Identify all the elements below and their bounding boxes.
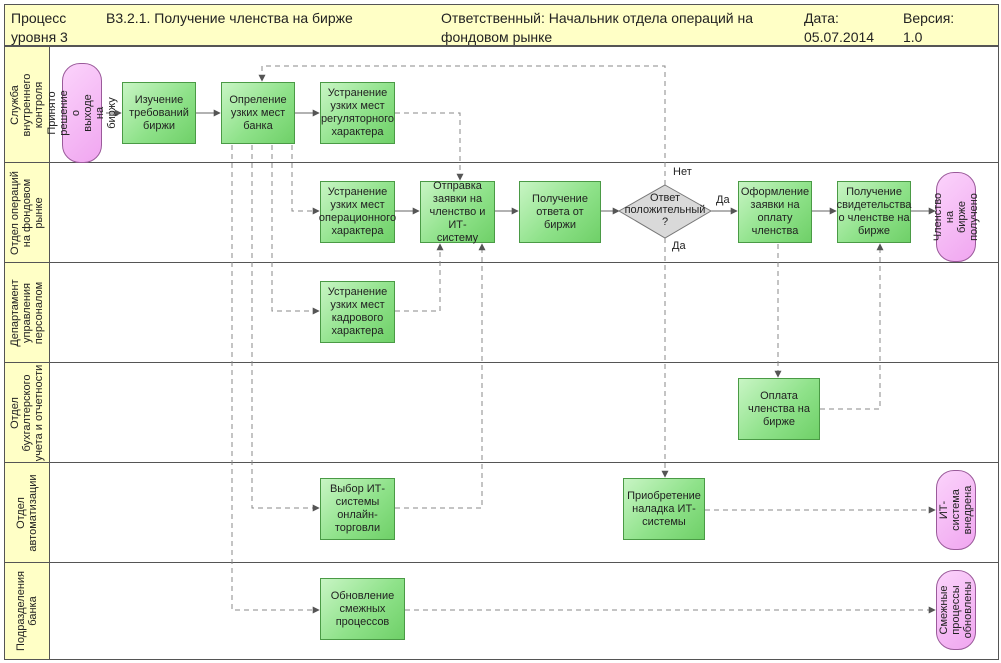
task-update-processes: Обновление смежных процессов — [320, 578, 405, 640]
end-membership-terminal: Членство на бирже получено — [932, 172, 980, 262]
end-it-terminal: ИТ-система внедрена — [936, 470, 976, 550]
task-prepare-payment: Оформление заявки на оплату членства — [738, 181, 812, 243]
task-pay-membership: Оплата членства на бирже — [738, 378, 820, 440]
label-no: Нет — [673, 166, 692, 178]
header-process-level: Процесс уровня 3 — [4, 4, 101, 46]
lane-bank-divisions: Подразделения банка — [4, 563, 999, 660]
task-choose-it-system: Выбор ИТ- системы онлайн- торговли — [320, 478, 395, 540]
task-study-requirements: Изучение требований биржи — [122, 82, 196, 144]
task-buy-it-system: Приобретение наладка ИТ- системы — [623, 478, 705, 540]
start-terminal: Принято решение о выходе на биржу — [46, 63, 118, 163]
lane-automation: Отдел автоматизации — [4, 463, 999, 563]
header-process-name: В3.2.1. Получение членства на бирже — [100, 4, 436, 46]
task-receive-certificate: Получение свидетельства о членстве на би… — [837, 181, 911, 243]
task-fix-hr: Устранение узких мест кадрового характер… — [320, 281, 395, 343]
task-send-application: Отправка заявки на членство и ИТ- систем… — [420, 180, 495, 244]
label-yes-down: Да — [672, 240, 686, 252]
decision-diamond — [617, 184, 713, 239]
header-version: Версия: 1.0 — [897, 4, 999, 46]
lane-accounting: Отдел бухгалтерского учета и отчетности — [4, 363, 999, 463]
task-define-bottlenecks: Опреление узких мест банка — [221, 82, 295, 144]
header-owner: Ответственный: Начальник отдела операций… — [435, 4, 799, 46]
task-fix-regulatory: Устранение узких мест регуляторного хара… — [320, 82, 395, 144]
lane-hr-department: Департамент управления персоналом — [4, 263, 999, 363]
decision-label: Ответ положительный ? — [624, 192, 706, 228]
task-receive-response: Получение ответа от биржи — [519, 181, 601, 243]
task-fix-operational: Устранение узких мест операционного хара… — [319, 181, 396, 243]
header-date: Дата: 05.07.2014 — [798, 4, 898, 46]
end-adjacent-terminal: Смежные процессы обновлены — [936, 570, 976, 650]
label-yes-right: Да — [716, 194, 730, 206]
